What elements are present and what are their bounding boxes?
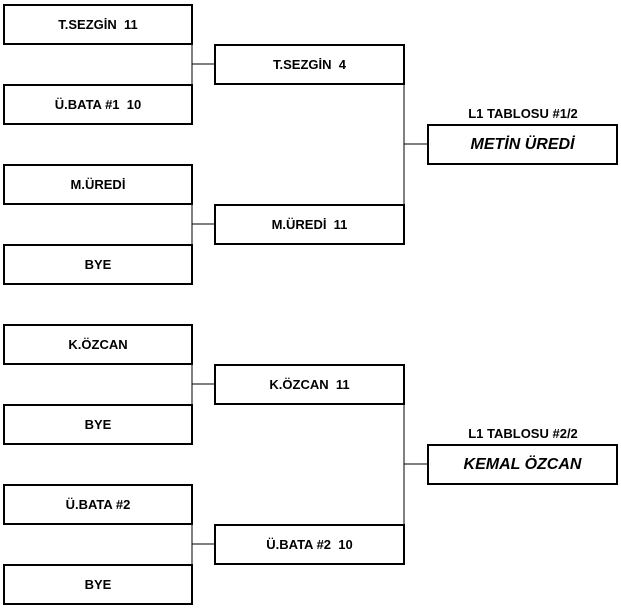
b2-title: L1 TABLOSU #2/2: [468, 426, 578, 441]
b1-r1-match2-player2: BYE: [3, 244, 193, 285]
b2-r1-match2-player2: BYE: [3, 564, 193, 605]
b2-r1-match1-player2: BYE: [3, 404, 193, 445]
b2-r2-slot1: K.ÖZCAN 11: [214, 364, 405, 405]
b2-winner: KEMAL ÖZCAN: [427, 444, 618, 485]
b2-r1-match1-player1: K.ÖZCAN: [3, 324, 193, 365]
b1-r2-slot1: T.SEZGİN 4: [214, 44, 405, 85]
b1-title: L1 TABLOSU #1/2: [468, 106, 578, 121]
b1-winner: METİN ÜREDİ: [427, 124, 618, 165]
b1-r1-match1-player1: T.SEZGİN 11: [3, 4, 193, 45]
b1-r1-match1-player2: Ü.BATA #1 10: [3, 84, 193, 125]
b1-r1-match2-player1: M.ÜREDİ: [3, 164, 193, 205]
b2-r2-slot2: Ü.BATA #2 10: [214, 524, 405, 565]
b1-r2-slot2: M.ÜREDİ 11: [214, 204, 405, 245]
b2-r1-match2-player1: Ü.BATA #2: [3, 484, 193, 525]
